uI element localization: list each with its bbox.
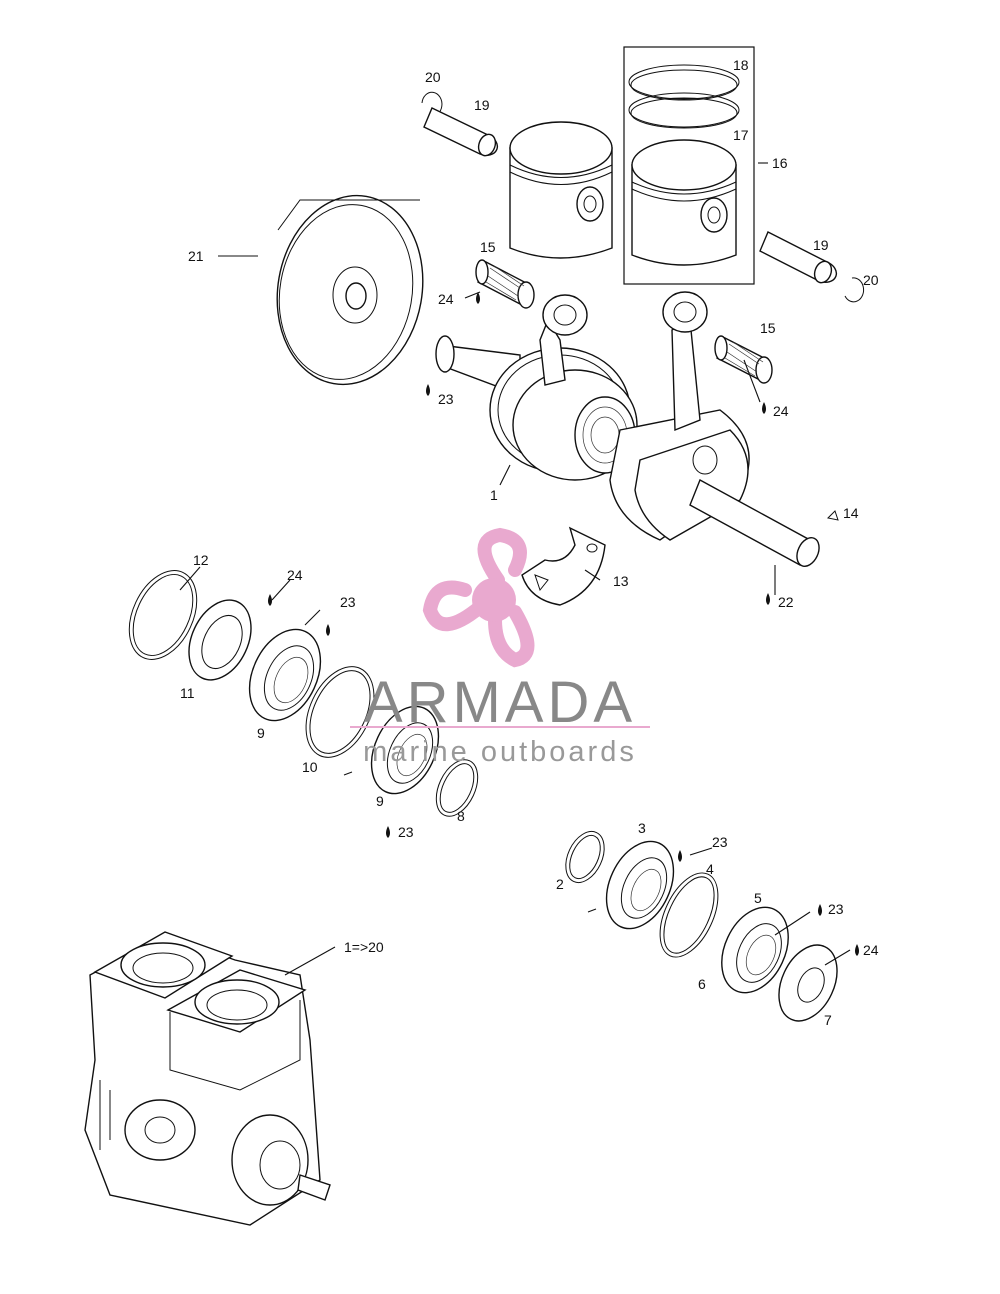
label-19-top: 19 [474, 97, 490, 113]
label-23-b: 23 [340, 594, 356, 610]
label-4: 4 [706, 861, 714, 877]
label-20-top: 20 [425, 69, 441, 85]
label-12: 12 [193, 552, 209, 568]
drop-icon [766, 593, 770, 605]
ring-4 [659, 872, 719, 958]
half-ring-13 [521, 526, 606, 606]
watermark-brand: ARMADA [364, 670, 636, 735]
label-8: 8 [457, 808, 465, 824]
flywheel-21 [276, 194, 424, 386]
label-13: 13 [613, 573, 629, 589]
piston-ring-17 [628, 92, 740, 128]
label-2: 2 [556, 876, 564, 892]
label-18: 18 [733, 57, 749, 73]
drop-icon [678, 850, 682, 862]
label-19-right: 19 [813, 237, 829, 253]
lube-drop-icons [268, 292, 859, 956]
label-1: 1 [490, 487, 498, 503]
label-23-d: 23 [712, 834, 728, 850]
piston-ring-18 [628, 64, 740, 100]
label-17: 17 [733, 127, 749, 143]
label-23-a: 23 [438, 391, 454, 407]
drop-icon [326, 624, 330, 636]
bearing-3 [605, 840, 675, 930]
needle-bearing-15-right [714, 335, 773, 384]
label-7: 7 [824, 1012, 832, 1028]
label-16: 16 [772, 155, 788, 171]
propeller-logo-icon [422, 527, 535, 668]
label-24-a: 24 [438, 291, 454, 307]
drop-icon [268, 594, 272, 606]
label-24-c: 24 [287, 567, 303, 583]
seal-11 [188, 599, 252, 681]
seal-7 [778, 944, 838, 1022]
armada-watermark: ARMADA marine outboards [350, 527, 650, 768]
piston-right [631, 139, 737, 266]
label-14: 14 [843, 505, 859, 521]
crankshaft-1 [435, 291, 820, 567]
drop-icon [386, 826, 390, 838]
label-15-left: 15 [480, 239, 496, 255]
ring-8 [435, 759, 479, 817]
label-23-c: 23 [398, 824, 414, 840]
wrist-pin-19-right [759, 231, 838, 284]
piston-group [421, 46, 865, 303]
ring-2 [565, 830, 605, 884]
drop-icon [762, 402, 766, 414]
label-9-upper: 9 [257, 725, 265, 741]
ring-10 [305, 666, 375, 758]
label-24-b: 24 [773, 403, 789, 419]
label-15-right: 15 [760, 320, 776, 336]
wrist-pin-19-left [423, 107, 499, 157]
piston-kit-box-16 [623, 46, 755, 285]
label-20-right: 20 [863, 272, 879, 288]
drop-icon [855, 944, 859, 956]
label-23-e: 23 [828, 901, 844, 917]
ring-12 [128, 570, 198, 660]
part-labels: 20 19 18 17 16 21 19 20 15 24 15 23 24 1… [180, 57, 879, 1028]
label-3: 3 [638, 820, 646, 836]
engine-block [84, 931, 331, 1226]
hollow-drop-icon [826, 510, 839, 521]
right-bearing-stack [565, 830, 838, 1022]
label-5: 5 [754, 890, 762, 906]
needle-bearing-15-left [475, 259, 535, 309]
left-bearing-stack [128, 570, 479, 817]
piston-left [509, 121, 613, 259]
label-24-d: 24 [863, 942, 879, 958]
label-9-lower: 9 [376, 793, 384, 809]
label-1-20: 1=>20 [344, 939, 384, 955]
label-11: 11 [180, 685, 195, 701]
label-22: 22 [778, 594, 794, 610]
drop-icon [476, 292, 480, 304]
label-10: 10 [302, 759, 318, 775]
circlip-20-right [844, 277, 865, 303]
watermark-tagline: marine outboards [363, 736, 637, 768]
label-6: 6 [698, 976, 706, 992]
drop-icon [818, 904, 822, 916]
drop-icon [426, 384, 430, 396]
leader-lines [179, 162, 851, 976]
label-21: 21 [188, 248, 204, 264]
